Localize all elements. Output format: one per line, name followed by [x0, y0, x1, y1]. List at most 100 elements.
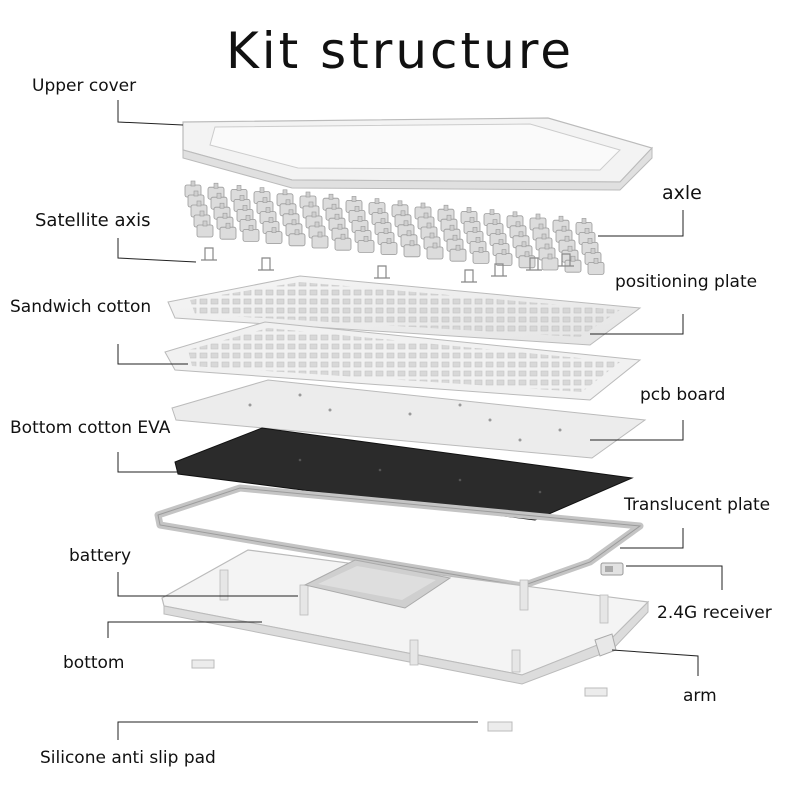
switch-stem-icon	[294, 229, 300, 236]
switch-stem-icon	[377, 208, 383, 214]
label-anti-slip-pad: Silicone anti slip pad	[40, 748, 216, 768]
label-upper-cover: Upper cover	[32, 76, 137, 96]
label-battery: battery	[69, 546, 132, 566]
switch-stem-icon	[544, 243, 550, 250]
switch-stem-icon	[236, 185, 242, 191]
switch-stem-icon	[242, 205, 248, 211]
label-bottom: bottom	[63, 653, 125, 673]
switch-stem-icon	[202, 220, 208, 227]
switch-stem-icon	[193, 190, 199, 197]
switch-stem-icon	[561, 225, 567, 232]
pcb-board-part	[171, 379, 647, 459]
switch-stem-icon	[478, 247, 484, 253]
stabilizer-icon	[461, 269, 477, 283]
switch-stem-icon	[584, 228, 590, 234]
switch-stem-icon	[426, 222, 432, 229]
switch-stem-icon	[570, 255, 576, 262]
label-sandwich-cotton: Sandwich cotton	[10, 297, 152, 317]
switch-stem-icon	[564, 235, 570, 242]
switch-stem-icon	[196, 200, 202, 207]
switch-stem-icon	[423, 212, 429, 219]
switch-stem-icon	[515, 221, 521, 228]
switch-stem-icon	[489, 209, 495, 215]
switch-stem-icon	[429, 232, 435, 239]
switch-stem-icon	[225, 222, 231, 229]
switch-icon	[311, 235, 329, 249]
switch-stem-icon	[328, 193, 334, 200]
switch-stem-icon	[245, 215, 251, 221]
switch-stem-icon	[351, 196, 357, 202]
switch-stem-icon	[498, 239, 504, 245]
switch-stem-icon	[199, 210, 205, 217]
translucent-plate-part	[154, 484, 644, 590]
switch-stem-icon	[449, 224, 455, 231]
switch-icon	[449, 248, 467, 262]
switch-stem-icon	[380, 218, 386, 224]
label-bottom-cotton-eva: Bottom cotton EVA	[10, 418, 171, 438]
label-translucent-plate: Translucent plate	[624, 495, 771, 515]
receiver-part	[600, 562, 624, 576]
label-satellite-axis: Satellite axis	[35, 210, 151, 231]
switch-stem-icon	[248, 225, 254, 231]
stabilizer-icon	[201, 247, 217, 261]
switch-stem-icon	[317, 231, 323, 238]
switch-stem-icon	[538, 223, 544, 230]
switch-stem-icon	[213, 182, 219, 189]
switch-stem-icon	[334, 213, 340, 220]
switch-stem-icon	[466, 207, 472, 213]
switch-stem-icon	[374, 198, 380, 204]
switch-stem-icon	[403, 220, 409, 227]
switch-stem-icon	[455, 244, 461, 251]
switch-stem-icon	[265, 207, 271, 213]
switch-stem-icon	[558, 215, 564, 222]
switch-stem-icon	[340, 233, 346, 240]
switch-stem-icon	[383, 228, 389, 234]
switch-stem-icon	[521, 241, 527, 248]
stabilizer-icon	[526, 257, 542, 271]
switch-stem-icon	[357, 216, 363, 222]
switch-icon	[472, 250, 490, 264]
switch-stem-icon	[475, 237, 481, 243]
sandwich-cotton-part	[164, 321, 642, 401]
switch-stem-icon	[360, 226, 366, 232]
switch-stem-icon	[535, 213, 541, 220]
stabilizer-icon	[558, 253, 574, 267]
satellite-axis-part	[201, 247, 574, 283]
switch-stem-icon	[259, 187, 265, 193]
diagram-title: Kit structure	[225, 22, 575, 80]
switch-stem-icon	[452, 234, 458, 241]
switch-stem-icon	[216, 192, 222, 199]
switch-stem-icon	[308, 201, 314, 208]
switch-icon	[357, 239, 375, 253]
switch-stem-icon	[354, 206, 360, 212]
switch-stem-icon	[501, 249, 507, 255]
switch-stem-icon	[581, 218, 587, 224]
label-arm: arm	[683, 686, 717, 706]
label-positioning-plate: positioning plate	[615, 272, 758, 292]
axle-switches-part	[184, 180, 605, 275]
switch-stem-icon	[492, 219, 498, 225]
switch-stem-icon	[363, 236, 369, 242]
switch-stem-icon	[311, 211, 317, 218]
switch-icon	[380, 242, 398, 256]
switch-stem-icon	[190, 180, 196, 187]
switch-stem-icon	[446, 214, 452, 221]
switch-stem-icon	[314, 221, 320, 228]
switch-stem-icon	[268, 217, 274, 223]
stabilizer-icon	[491, 263, 507, 277]
switch-stem-icon	[337, 223, 343, 230]
switch-icon	[288, 233, 306, 247]
switch-icon	[541, 257, 559, 271]
switch-stem-icon	[400, 210, 406, 217]
switch-stem-icon	[512, 211, 518, 218]
switch-stem-icon	[219, 202, 225, 209]
switch-icon	[426, 246, 444, 260]
switch-icon	[242, 228, 260, 242]
switch-stem-icon	[285, 199, 291, 206]
switch-stem-icon	[288, 209, 294, 216]
switch-stem-icon	[432, 242, 438, 249]
switch-icon	[334, 237, 352, 251]
switch-icon	[265, 231, 283, 245]
switch-stem-icon	[239, 195, 245, 201]
switch-stem-icon	[472, 227, 478, 233]
